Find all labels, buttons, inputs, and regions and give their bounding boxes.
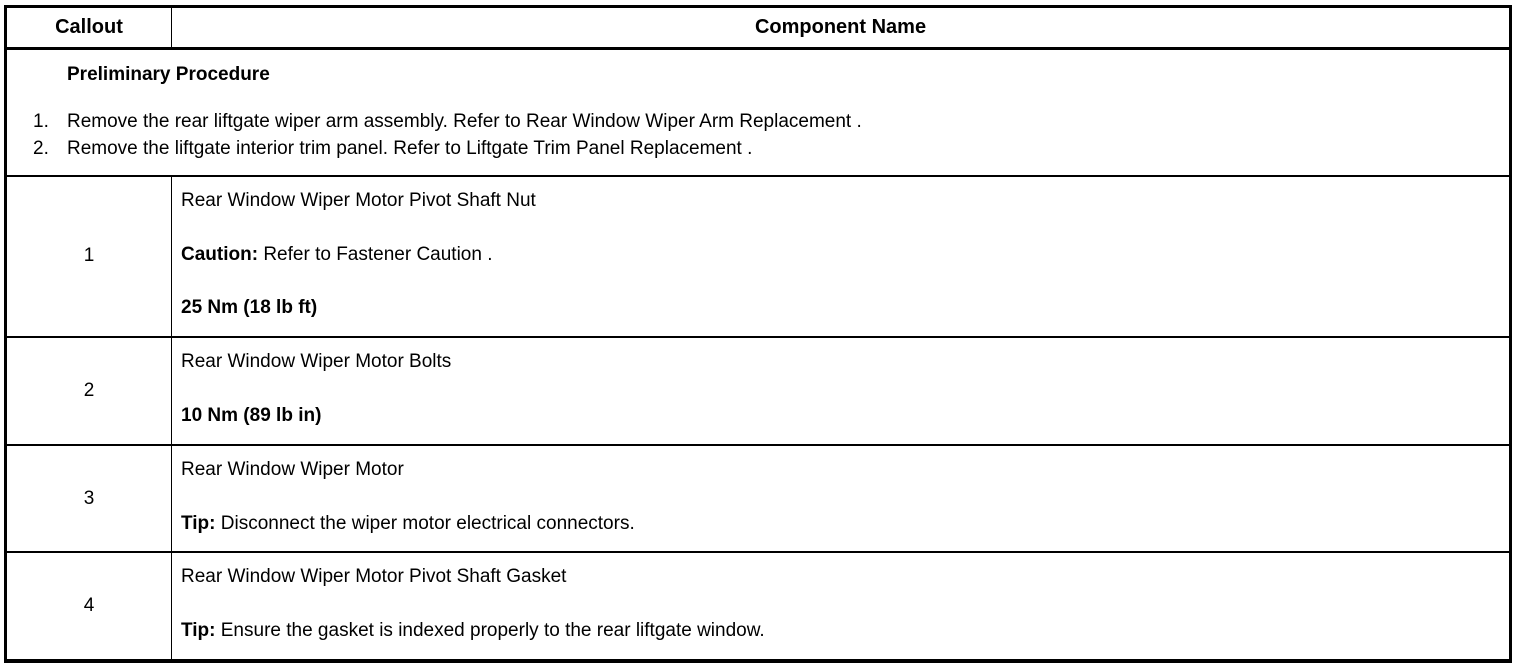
callout-number: 3 — [5, 444, 172, 554]
table-row: 2 Rear Window Wiper Motor Bolts 10 Nm (8… — [5, 337, 1511, 446]
preliminary-procedure-cell: Preliminary Procedure Remove the rear li… — [5, 48, 1511, 177]
component-name-text: Rear Window Wiper Motor Pivot Shaft Gask… — [181, 566, 567, 588]
note-label: Tip: — [181, 620, 216, 642]
torque-spec: 10 Nm (89 lb in) — [181, 404, 322, 426]
component-name-text: Rear Window Wiper Motor — [181, 458, 404, 480]
table-row: 4 Rear Window Wiper Motor Pivot Shaft Ga… — [5, 552, 1511, 661]
column-header-callout: Callout — [5, 6, 172, 50]
note-text: Refer to Fastener Caution . — [258, 243, 493, 265]
preliminary-step: Remove the liftgate interior trim panel.… — [33, 136, 753, 163]
note-text: Ensure the gasket is indexed properly to… — [215, 620, 765, 642]
preliminary-procedure-block: Preliminary Procedure Remove the rear li… — [7, 50, 1509, 175]
document-page: Callout Component Name Preliminary Proce… — [0, 0, 1520, 630]
component-name-text: Rear Window Wiper Motor Pivot Shaft Nut — [181, 189, 536, 211]
component-name-cell: Rear Window Wiper Motor Tip: Disconnect … — [171, 444, 1511, 554]
torque-spec: 25 Nm (18 lb ft) — [181, 297, 318, 319]
table-row: 3 Rear Window Wiper Motor Tip: Disconnec… — [5, 444, 1511, 554]
component-name-cell: Rear Window Wiper Motor Pivot Shaft Gask… — [172, 552, 1511, 661]
callout-number: 2 — [5, 337, 172, 446]
table-row: 1 Rear Window Wiper Motor Pivot Shaft Nu… — [5, 175, 1511, 339]
component-name-text: Rear Window Wiper Motor Bolts — [181, 351, 452, 373]
component-note: Tip: Ensure the gasket is indexed proper… — [181, 616, 1501, 648]
component-callout-table: Callout Component Name Preliminary Proce… — [4, 5, 1512, 663]
component-note: Tip: Disconnect the wiper motor electric… — [181, 509, 1501, 541]
note-text: Disconnect the wiper motor electrical co… — [215, 512, 635, 534]
table-body: Preliminary Procedure Remove the rear li… — [5, 48, 1511, 661]
preliminary-procedure-title: Preliminary Procedure — [67, 64, 270, 85]
column-header-component-name: Component Name — [171, 6, 1511, 50]
component-note: Caution: Refer to Fastener Caution . — [181, 240, 1501, 272]
callout-number: 4 — [5, 552, 172, 661]
note-label: Caution: — [181, 243, 259, 265]
callout-number: 1 — [5, 175, 172, 339]
component-name-cell: Rear Window Wiper Motor Bolts 10 Nm (89 … — [171, 337, 1511, 446]
preliminary-step: Remove the rear liftgate wiper arm assem… — [33, 109, 862, 136]
preliminary-procedure-row: Preliminary Procedure Remove the rear li… — [5, 48, 1511, 177]
preliminary-procedure-steps: Remove the rear liftgate wiper arm assem… — [7, 109, 1499, 163]
table-header-row: Callout Component Name — [5, 6, 1511, 50]
table-header: Callout Component Name — [5, 6, 1511, 50]
component-name-cell: Rear Window Wiper Motor Pivot Shaft Nut … — [171, 175, 1511, 339]
note-label: Tip: — [181, 512, 216, 534]
